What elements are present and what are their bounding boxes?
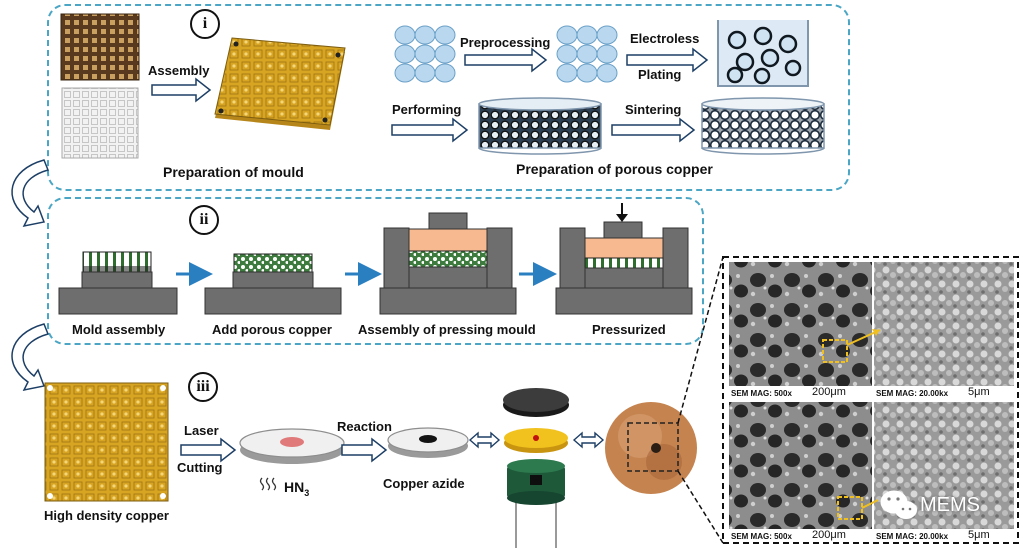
wechat-icon: [880, 490, 917, 519]
sem-scale-2: 5μm: [968, 386, 990, 398]
hn3-subscript: 3: [304, 487, 310, 498]
sem-zoom-arrow-bottom: [861, 499, 879, 509]
label-electroless: Electroless: [630, 31, 700, 46]
hn3-gas-icon: [259, 477, 277, 491]
sem-image-1: [729, 262, 872, 386]
spheres-preprocessed: [556, 25, 618, 83]
sem-label-bar-4: [874, 529, 1014, 542]
copper-photo-disc: [605, 402, 697, 494]
arrow-performing: [391, 117, 469, 143]
sem-zoom-box-bottom: [837, 496, 863, 520]
sem-scale-4: 5μm: [968, 529, 990, 541]
device-stack: [503, 388, 569, 548]
mould-dark-plate: [60, 13, 140, 81]
copper-disc: [239, 428, 345, 464]
panel-i-numeral: i: [190, 9, 220, 39]
arrow-laser-cutting: [180, 437, 237, 463]
curved-arrow-ii-to-iii: [11, 323, 50, 392]
panel-ii-numeral: ii: [189, 205, 219, 235]
double-arrow-right: [572, 431, 605, 449]
add-porous-copper-graphic: [204, 253, 342, 315]
assembled-mould: [214, 37, 346, 130]
label-preprocessing: Preprocessing: [460, 35, 551, 50]
arrow-preprocessing: [464, 47, 548, 73]
label-mold-assembly: Mold assembly: [72, 322, 166, 337]
hn3-main: HN: [284, 479, 305, 495]
sem-leader-bottom: [677, 470, 724, 544]
caption-high-density-copper: High density copper: [44, 508, 169, 523]
label-laser: Laser: [184, 423, 219, 438]
sem-mag-3: SEM MAG: 500x: [731, 532, 792, 541]
high-density-copper-plate: [44, 382, 169, 502]
panel-ii-frame: [47, 197, 704, 345]
sem-label-bar-3: [729, 529, 872, 542]
sem-leader-top: [677, 256, 724, 424]
label-plating: Plating: [638, 67, 682, 82]
curved-arrow-i-to-ii: [11, 159, 50, 228]
caption-preparation-of-porous-copper: Preparation of porous copper: [516, 161, 713, 177]
label-assembly: Assembly: [148, 63, 210, 78]
caption-preparation-of-mould: Preparation of mould: [163, 164, 304, 180]
sintered-dish: [701, 97, 825, 155]
spheres-raw: [394, 25, 456, 83]
caption-copper-azide: Copper azide: [383, 476, 465, 491]
pressurized-graphic: [555, 203, 693, 315]
arrow-assembly: [151, 77, 212, 103]
mould-white-plate: [61, 87, 139, 159]
label-performing: Performing: [392, 102, 462, 117]
label-add-porous-copper: Add porous copper: [212, 322, 332, 337]
sem-scale-1: 200μm: [812, 386, 846, 398]
sem-label-bar-1: [729, 386, 872, 400]
arrow-reaction: [341, 437, 388, 463]
sem-label-bar-2: [874, 386, 1014, 400]
watermark-text: MEMS: [920, 494, 980, 516]
sem-scale-3: 200μm: [812, 529, 846, 541]
panel-i-frame: [47, 4, 850, 191]
label-reaction: Reaction: [337, 419, 392, 434]
preform-dish: [478, 97, 602, 155]
arrow-sintering: [611, 117, 696, 143]
panel-iii-numeral: iii: [188, 372, 218, 402]
sem-image-3: [729, 402, 872, 529]
sem-mag-4: SEM MAG: 20.00kx: [876, 532, 949, 541]
arrow-electroless-plating: [626, 47, 709, 73]
label-sintering: Sintering: [625, 102, 682, 117]
label-assembly-of-pressing-mould: Assembly of pressing mould: [358, 322, 536, 337]
pressing-mould-graphic: [379, 212, 517, 315]
double-arrow-left: [468, 431, 501, 449]
label-cutting: Cutting: [177, 460, 223, 475]
sem-zoom-box-top: [822, 339, 848, 363]
sem-mag-2: SEM MAG: 20.00kx: [876, 389, 949, 398]
sem-mag-1: SEM MAG: 500x: [731, 389, 792, 398]
label-pressurized: Pressurized: [592, 322, 666, 337]
copper-azide-disc: [387, 427, 469, 458]
sem-image-2: [874, 262, 1014, 386]
plating-beaker: [717, 20, 809, 87]
mold-assembly-graphic: [58, 251, 178, 315]
label-hn3: HN3: [284, 479, 309, 498]
sem-zoom-arrowhead-top: [872, 329, 880, 336]
